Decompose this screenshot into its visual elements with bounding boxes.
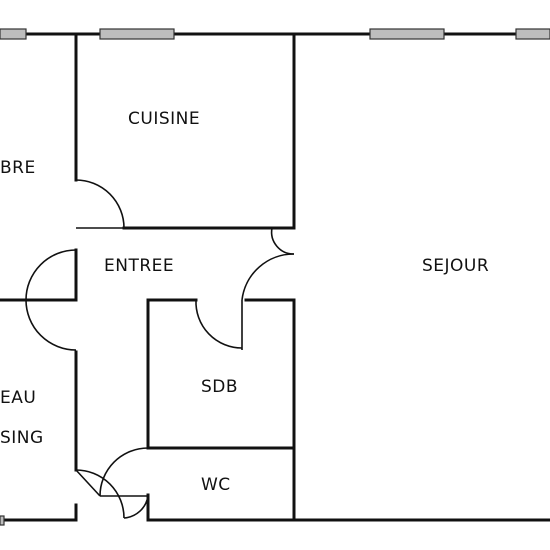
room-label-cuisine: CUISINE xyxy=(128,109,200,129)
room-label-eau-line2: SING xyxy=(0,428,44,448)
window-3 xyxy=(369,28,445,40)
room-label-chambre: BRE xyxy=(0,158,36,178)
room-label-eau-line1: EAU xyxy=(0,388,36,408)
room-label-sdb: SDB xyxy=(201,377,238,397)
door-entry-arc-2 xyxy=(123,495,149,519)
door-sdb-arc xyxy=(195,299,243,349)
room-label-wc: WC xyxy=(201,475,231,495)
door-sejour-arc-2 xyxy=(241,253,295,301)
window-1 xyxy=(0,28,27,40)
window-2 xyxy=(99,28,175,40)
door-chambre-arc xyxy=(75,179,125,229)
window-4 xyxy=(515,28,550,40)
door-wc-arc xyxy=(99,447,149,497)
room-label-sejour: SEJOUR xyxy=(422,256,489,276)
room-label-entree: ENTREE xyxy=(104,256,174,276)
window-5 xyxy=(0,515,5,526)
door-entry-arc xyxy=(75,469,125,519)
door-entry-leaf xyxy=(75,469,101,497)
door-sejour-arc-1 xyxy=(270,227,295,255)
